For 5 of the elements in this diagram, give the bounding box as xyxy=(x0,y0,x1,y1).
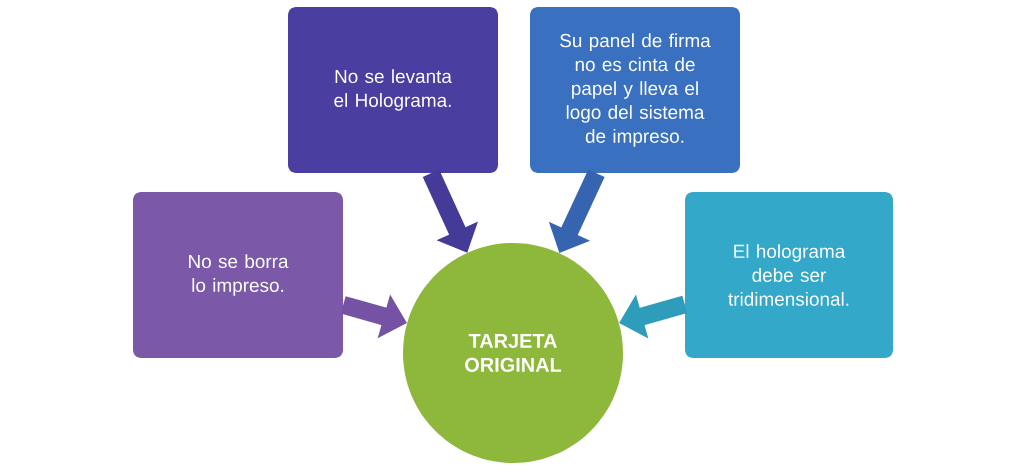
circle-node: TARJETA ORIGINAL xyxy=(403,243,623,463)
text-box: No se levanta el Holograma. xyxy=(288,7,498,173)
text-box: Su panel de firma no es cinta de papel y lleva el logo del sistema de impreso. xyxy=(530,7,740,173)
text-box: No se borra lo impreso. xyxy=(133,192,343,358)
text-box: El holograma debe ser tridimensional. xyxy=(685,192,893,358)
